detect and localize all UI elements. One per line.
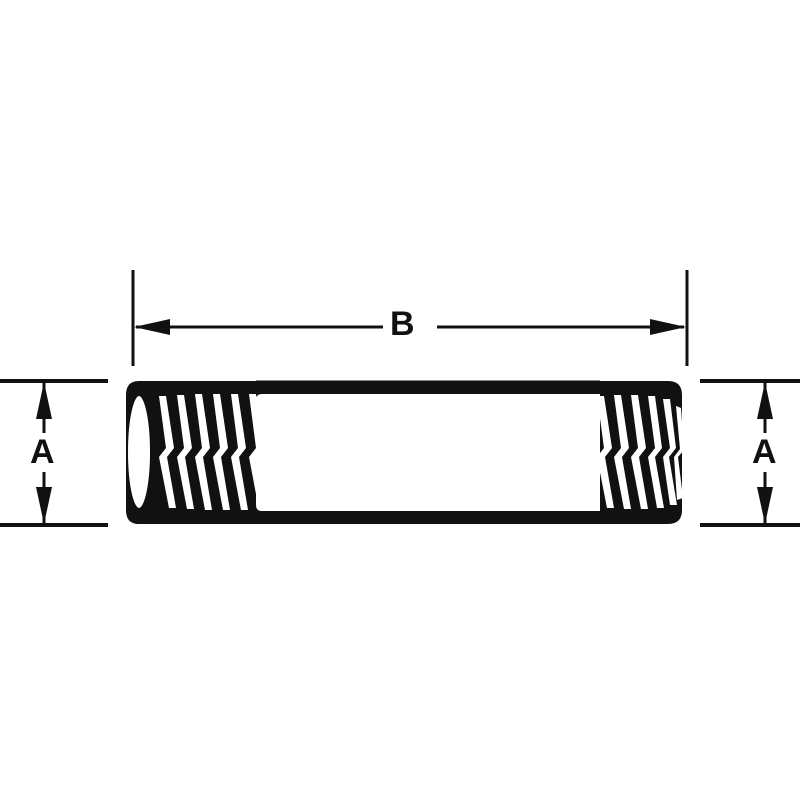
- barrel-right-transition: [578, 394, 600, 511]
- b-arrowhead-left: [134, 319, 170, 335]
- right-thread-gaps: [597, 395, 684, 509]
- dimension-a-right-group: [700, 379, 800, 527]
- a-right-arrowhead-bottom: [757, 487, 773, 524]
- dimension-label-a-right: A: [752, 433, 777, 471]
- right-thread-gap-2: [614, 395, 631, 509]
- right-thread-gap-5: [663, 399, 677, 505]
- a-left-arrowhead-top: [36, 382, 52, 419]
- right-thread-gap-6: [674, 406, 684, 500]
- pipe-nipple-part: [126, 380, 684, 524]
- left-thread-gap-4: [213, 394, 230, 510]
- left-thread-gap-6: [249, 394, 266, 510]
- dimension-b-group: [131, 270, 689, 366]
- left-thread-gaps: [159, 394, 284, 510]
- dimension-label-a-left: A: [30, 433, 55, 471]
- left-thread-gap-5: [231, 394, 248, 510]
- right-thread-gap-1: [597, 396, 614, 508]
- left-thread-gap-7: [267, 394, 284, 510]
- left-thread-gap-1: [159, 396, 176, 508]
- right-thread-gap-4: [648, 396, 664, 508]
- left-thread-gap-3: [195, 394, 212, 510]
- nipple-barrel-interior: [256, 394, 600, 511]
- left-bore-outline: [126, 394, 152, 510]
- dimension-label-b: B: [390, 305, 415, 343]
- left-thread-gap-2: [177, 395, 194, 509]
- left-bore-opening: [127, 395, 151, 509]
- b-arrowhead-right: [650, 319, 686, 335]
- a-left-arrowhead-bottom: [36, 487, 52, 524]
- right-thread-gap-3: [631, 395, 648, 509]
- dimension-a-left-group: [0, 379, 108, 527]
- a-right-arrowhead-top: [757, 382, 773, 419]
